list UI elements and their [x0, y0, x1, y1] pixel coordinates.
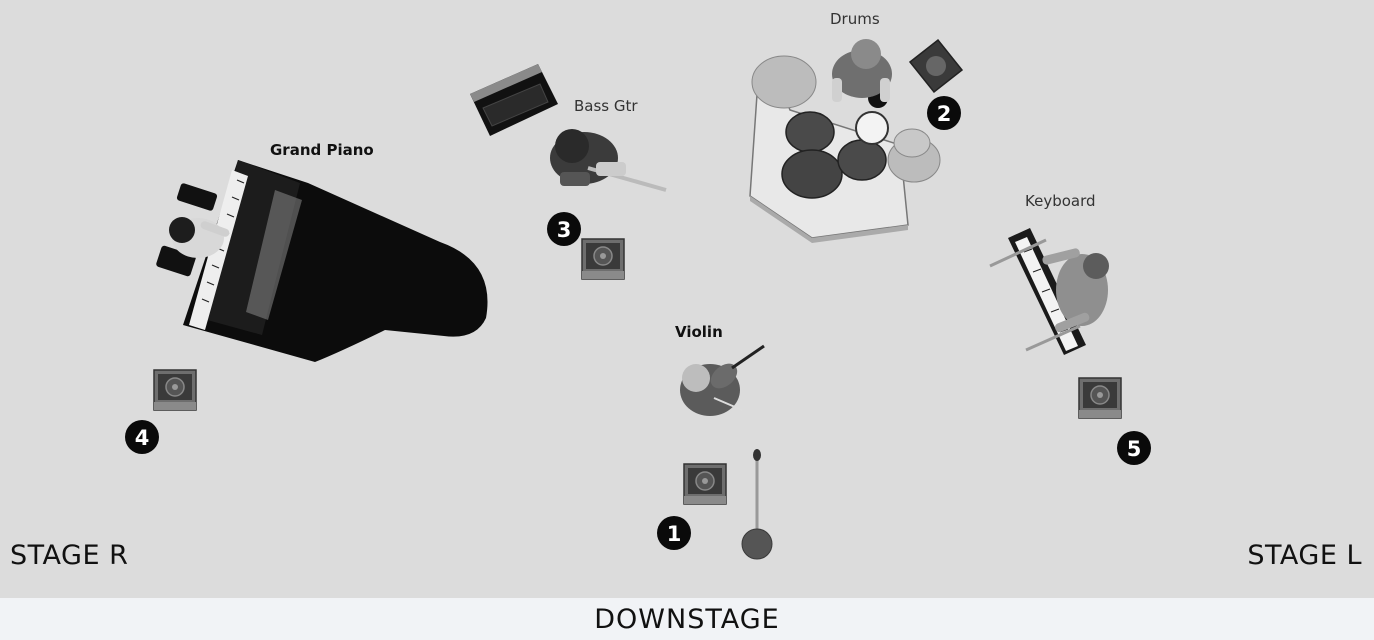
svg-text:1: 1	[667, 522, 682, 546]
monitor-wedge-5-icon	[1079, 378, 1121, 418]
microphone-stand-icon	[742, 449, 772, 559]
svg-text:3: 3	[557, 218, 572, 242]
downstage-label: DOWNSTAGE	[594, 604, 779, 635]
stage-right-label: STAGE R	[10, 540, 128, 571]
grand-piano-label: Grand Piano	[270, 141, 374, 159]
svg-text:2: 2	[937, 102, 952, 126]
monitor-wedge-3-icon	[582, 239, 624, 279]
violin-label: Violin	[675, 323, 723, 341]
monitor-badge-3: 3	[547, 212, 581, 246]
grand-piano-icon	[183, 160, 488, 362]
drum-monitor-icon	[910, 40, 962, 92]
violinist-icon	[680, 346, 764, 416]
stage-plot: 1 2 3 4 5 Drums Bass Gtr Grand Piano Key…	[0, 0, 1374, 598]
monitor-badge-1: 1	[657, 516, 691, 550]
bass-guitar-label: Bass Gtr	[574, 97, 638, 115]
keyboard-label: Keyboard	[1025, 192, 1096, 210]
monitor-wedge-4-icon	[154, 370, 196, 410]
monitor-wedge-1-icon	[684, 464, 726, 504]
stage-left-label: STAGE L	[1247, 540, 1362, 571]
stage-drawing: 1 2 3 4 5	[0, 0, 1374, 598]
monitor-badge-2: 2	[927, 96, 961, 130]
svg-text:4: 4	[135, 426, 150, 450]
downstage-bar: DOWNSTAGE	[0, 598, 1374, 640]
drummer-icon	[832, 39, 892, 102]
monitor-badge-4: 4	[125, 420, 159, 454]
drums-label: Drums	[830, 10, 880, 28]
bass-amp-icon	[470, 64, 558, 136]
svg-text:5: 5	[1127, 437, 1142, 461]
bass-player-icon	[550, 129, 666, 190]
monitor-badge-5: 5	[1117, 431, 1151, 465]
